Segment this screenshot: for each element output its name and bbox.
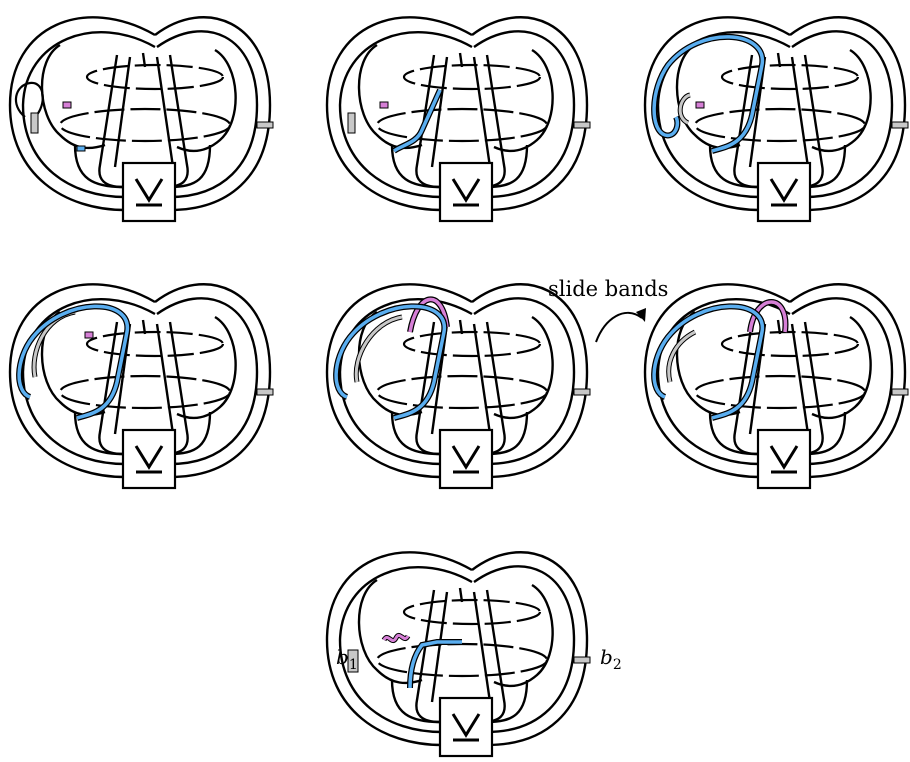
panel-4 [8, 282, 275, 490]
panel-1 [8, 15, 275, 223]
panel-7 [325, 550, 592, 758]
panel-3 [643, 15, 910, 223]
panel-6 [643, 282, 910, 490]
step-caption: slide bands [548, 277, 668, 301]
panel-5 [325, 282, 592, 490]
slide-arrow [595, 312, 643, 343]
panel-2 [325, 15, 592, 223]
arrowhead-icon [636, 308, 646, 322]
band-label-b2: b2 [600, 645, 622, 673]
band-label-b1: b1 [336, 645, 358, 673]
